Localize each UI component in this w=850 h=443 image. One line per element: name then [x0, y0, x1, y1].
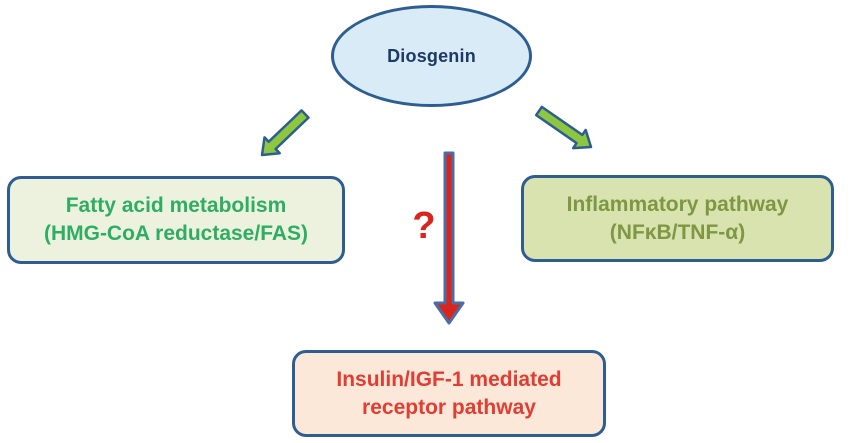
node-fatty-acid-metabolism: Fatty acid metabolism (HMG-CoA reductase… [7, 176, 345, 264]
node-insulin-line1: Insulin/IGF-1 mediated [336, 367, 562, 391]
node-inflammatory-line1: Inflammatory pathway [566, 192, 789, 216]
node-diosgenin-label: Diosgenin [387, 45, 476, 66]
red-arrow-down-icon [433, 151, 465, 325]
node-insulin-line2: receptor pathway [362, 395, 536, 419]
question-mark-label: ? [412, 205, 436, 247]
node-fatty-acid-line1: Fatty acid metabolism [65, 194, 287, 217]
green-arrow-down-right-icon [534, 105, 593, 150]
node-inflammatory-line2: (NFκB/TNF-α) [609, 220, 746, 244]
node-inflammatory-pathway: Inflammatory pathway (NFκB/TNF-α) [521, 175, 834, 262]
green-arrow-down-left-icon [260, 109, 310, 157]
node-fatty-acid-line2: (HMG-CoA reductase/FAS) [43, 222, 309, 245]
node-diosgenin: Diosgenin [331, 5, 532, 107]
node-insulin-igf1-receptor-pathway: Insulin/IGF-1 mediated receptor pathway [292, 350, 606, 437]
